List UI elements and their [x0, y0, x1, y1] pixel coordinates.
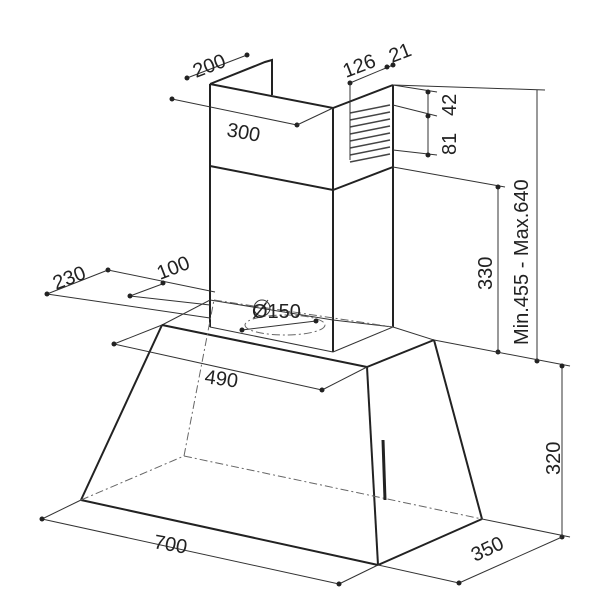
- dim-top-width: 490: [203, 366, 239, 392]
- dim-hood-depth: 350: [468, 532, 508, 566]
- dimension-lines: [39, 52, 571, 587]
- hood-body: [80, 299, 483, 566]
- dim-grille-height: 81: [439, 133, 461, 155]
- dim-hood-width: 700: [152, 531, 189, 558]
- dim-grille-top: 42: [439, 94, 461, 116]
- outlet-diameter-icon: [253, 299, 271, 317]
- dim-outlet-diameter: Ø150: [252, 301, 301, 323]
- dim-outlet-offset-edge: 21: [386, 39, 415, 68]
- chimney: [209, 58, 394, 353]
- dim-chimney-lower: 330: [475, 257, 497, 290]
- vent-grille: [349, 104, 391, 163]
- dim-outlet-from-wall: 230: [50, 262, 89, 294]
- outlet-circle: [244, 314, 326, 336]
- control-strip: [381, 439, 387, 501]
- dim-chimney-range: Min.455 - Max.640: [511, 179, 533, 345]
- dim-hood-height: 320: [543, 442, 565, 475]
- dim-outlet-offset-side: 126: [340, 50, 379, 82]
- dim-outlet-offset: 100: [154, 252, 193, 284]
- dim-chimney-width: 300: [225, 119, 262, 146]
